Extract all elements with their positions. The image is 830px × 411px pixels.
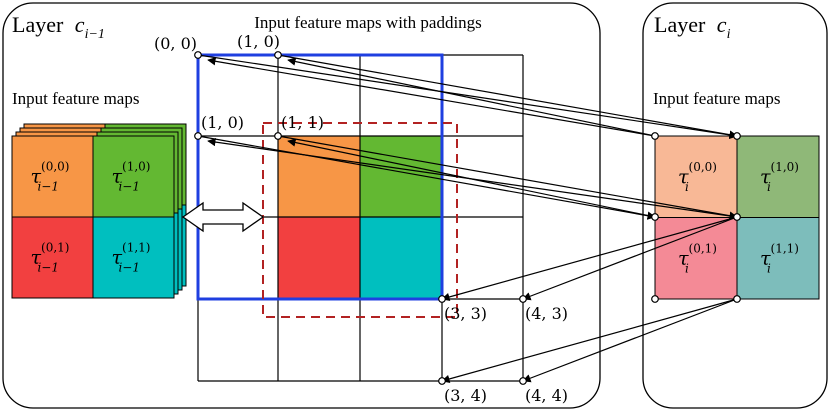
stack-front-cell: [92, 135, 175, 218]
left-layer-title: Layer ci−1: [12, 12, 105, 42]
grid-nodes: [194, 51, 741, 385]
right-tau-label: τ(0,1)i: [678, 241, 717, 275]
right-map-cell: [736, 135, 820, 218]
right-feature-maps: τ(0,0)i τ(1,0)i τ(0,1)i τ(1,1)i: [654, 135, 820, 300]
coord-0-0: (0, 0): [154, 34, 197, 53]
left-stack-title: Input feature maps: [12, 89, 139, 108]
right-tau-label: τ(0,0)i: [678, 160, 717, 194]
receptive-window: [196, 53, 444, 301]
right-tau-label: τ(1,0)i: [760, 160, 799, 194]
coord-4-3: (4, 3): [525, 304, 568, 323]
stack-tau-label: τ(1,0)i−1: [112, 160, 151, 194]
stack-front-cell: [92, 216, 175, 299]
stack-front-cell: [11, 216, 94, 299]
coord-4-4: (4, 4): [525, 386, 568, 405]
connection-arrows: [197, 54, 738, 384]
kernel-region: [262, 122, 458, 318]
coord-1-0-left: (1, 0): [201, 113, 244, 132]
stack-tau-label: τ(0,0)i−1: [31, 160, 70, 194]
left-feature-stack: τ(0,0)i−1 τ(1,0)i−1 τ(0,1)i−1 τ(1,1)i−1: [11, 123, 187, 299]
coordinate-labels: (0, 0) (1, 0) (1, 0) (1, 1) (3, 3) (4, 3…: [154, 32, 568, 405]
right-map-cell: [654, 217, 738, 300]
right-map-cell: [736, 217, 820, 300]
right-map-cell: [654, 135, 738, 218]
right-tau-label: τ(1,1)i: [760, 241, 799, 275]
stack-tau-label: τ(1,1)i−1: [112, 241, 151, 275]
right-stack-title: Input feature maps: [653, 89, 780, 108]
right-layer-title: Layer ci: [654, 12, 731, 42]
coord-3-4: (3, 4): [444, 386, 487, 405]
right-panel-frame: [642, 2, 828, 409]
padded-grid-title: Input feature maps with paddings: [254, 13, 482, 32]
stack-tau-label: τ(0,1)i−1: [31, 241, 70, 275]
coord-3-3: (3, 3): [444, 304, 487, 323]
coord-1-1: (1, 1): [281, 113, 324, 132]
stack-front-cell: [11, 135, 94, 218]
coord-1-0-top: (1, 0): [237, 32, 280, 51]
double-arrow: [181, 201, 265, 233]
